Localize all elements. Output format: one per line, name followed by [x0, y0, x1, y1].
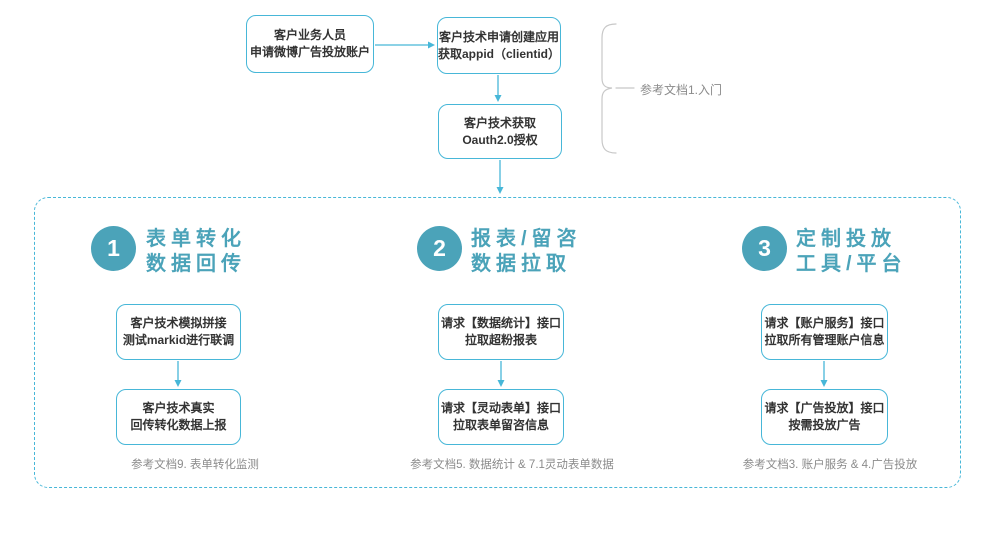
- section-1-step-1-line1: 客户技术模拟拼接: [130, 316, 227, 330]
- section-3-step-2: 请求【广告投放】接口 按需投放广告: [761, 389, 888, 445]
- section-3-step-1-line2: 拉取所有管理账户信息: [764, 333, 885, 347]
- section-2-step-2-line2: 拉取表单留咨信息: [452, 418, 549, 432]
- section-3-step-1: 请求【账户服务】接口 拉取所有管理账户信息: [761, 304, 888, 360]
- flow-box-apply-account-line2: 申请微博广告投放账户: [249, 45, 370, 59]
- section-3-footnote: 参考文档3. 账户服务 & 4.广告投放: [742, 459, 918, 471]
- section-1-step-2-line2: 回传转化数据上报: [130, 418, 227, 432]
- flow-box-apply-account-line1: 客户业务人员: [273, 28, 346, 42]
- section-3-step-1-line1: 请求【账户服务】接口: [764, 316, 885, 330]
- section-3-title-line2: 工具/平台: [796, 253, 907, 275]
- section-2-step-1-line2: 拉取超粉报表: [464, 333, 537, 347]
- flow-box-oauth-line2: Oauth2.0授权: [462, 132, 538, 147]
- section-2-title-line2: 数据拉取: [471, 253, 571, 275]
- section-2-step-2: 请求【灵动表单】接口 拉取表单留咨信息: [438, 389, 564, 445]
- section-2-title: 报表/留咨 数据拉取: [471, 227, 582, 277]
- section-2-title-line1: 报表/留咨: [471, 228, 582, 250]
- section-3-title: 定制投放 工具/平台: [796, 227, 907, 277]
- section-2-step-1: 请求【数据统计】接口 拉取超粉报表: [438, 304, 564, 360]
- flow-box-oauth-line1: 客户技术获取: [463, 115, 536, 130]
- section-2-step-2-line1: 请求【灵动表单】接口: [440, 401, 561, 415]
- section-1-title-line2: 数据回传: [146, 253, 246, 275]
- section-1-step-1: 客户技术模拟拼接 测试markid进行联调: [116, 304, 241, 360]
- bracket-reference-label: 参考文档1.入门: [640, 83, 723, 97]
- section-2-number-badge: 2: [417, 226, 462, 271]
- section-3-number-badge: 3: [742, 226, 787, 271]
- flow-box-create-app: 客户技术申请创建应用 获取appid（clientid）: [437, 17, 561, 74]
- flow-box-create-app-line2: 获取appid（clientid）: [438, 46, 561, 61]
- flow-box-create-app-line1: 客户技术申请创建应用: [438, 29, 559, 44]
- section-1-step-2-line1: 客户技术真实: [142, 401, 215, 415]
- section-1-footnote: 参考文档9. 表单转化监测: [131, 459, 259, 471]
- section-3-title-line1: 定制投放: [796, 228, 896, 250]
- section-1-number-badge: 1: [91, 226, 136, 271]
- section-1-title: 表单转化 数据回传: [146, 227, 246, 277]
- reference-bracket: [601, 23, 617, 154]
- sections-panel: [34, 197, 961, 488]
- section-1-step-2: 客户技术真实 回传转化数据上报: [116, 389, 241, 445]
- section-3-step-2-line1: 请求【广告投放】接口: [764, 401, 885, 415]
- section-2-step-1-line1: 请求【数据统计】接口: [440, 316, 561, 330]
- section-3-step-2-line2: 按需投放广告: [788, 418, 861, 432]
- flow-box-apply-account: 客户业务人员 申请微博广告投放账户: [246, 15, 374, 73]
- flow-box-oauth: 客户技术获取 Oauth2.0授权: [438, 104, 562, 159]
- section-2-footnote: 参考文档5. 数据统计 & 7.1灵动表单数据: [410, 459, 614, 471]
- section-1-step-1-line2: 测试markid进行联调: [122, 333, 235, 347]
- section-1-title-line1: 表单转化: [146, 228, 246, 250]
